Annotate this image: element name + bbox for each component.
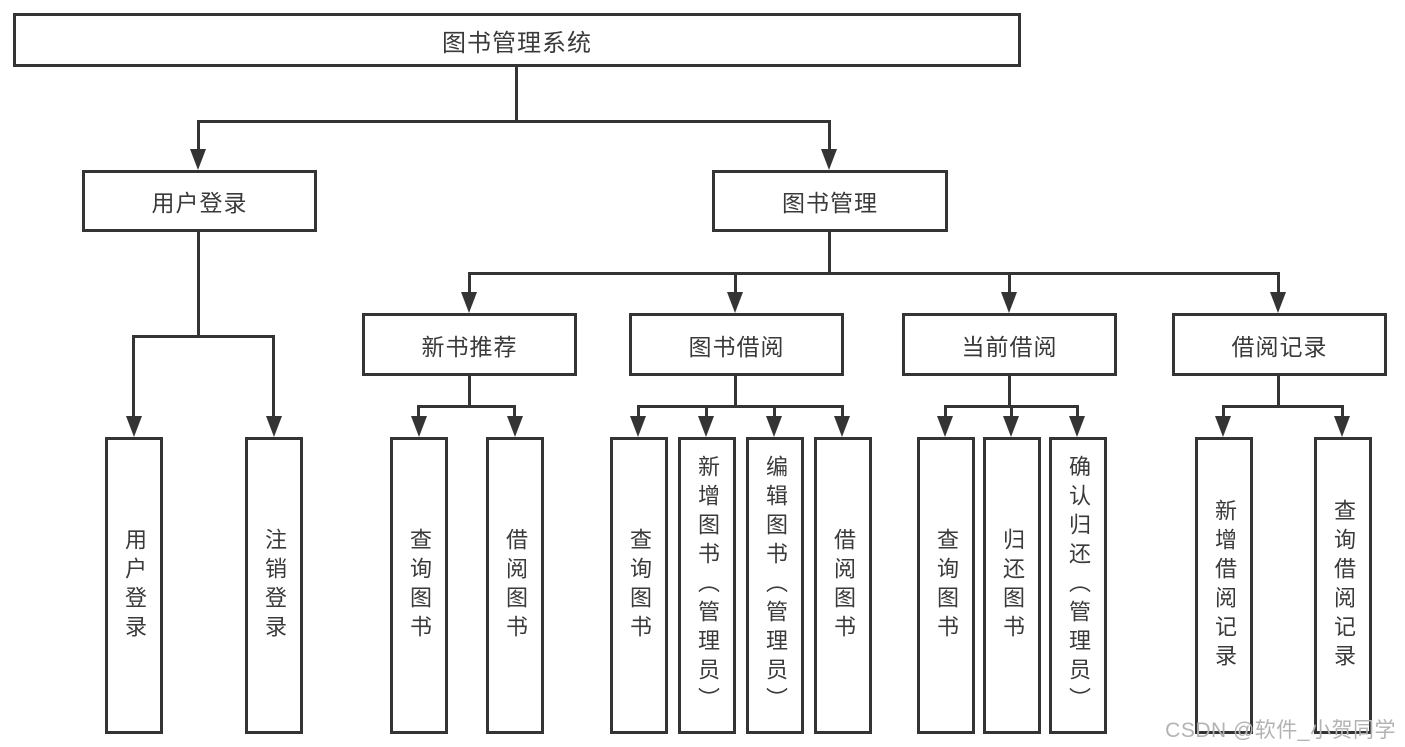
node-label: 查询图书 — [934, 527, 959, 644]
node-label: 确认归还（管理员） — [1066, 455, 1091, 716]
connector-line — [637, 405, 640, 418]
connector-line — [1277, 272, 1280, 294]
leaf-borrowing-borrow-books: 借阅图书 — [814, 437, 872, 734]
node-label: 查询图书 — [407, 527, 432, 644]
node-label: 图书管理 — [782, 190, 878, 216]
connector-line — [468, 272, 1280, 275]
connector-line — [1277, 376, 1280, 408]
connector-line — [1076, 405, 1079, 418]
connector-line — [637, 405, 844, 408]
connector-line — [468, 272, 471, 294]
leaf-current-confirm-return-admin: 确认归还（管理员） — [1049, 437, 1107, 734]
connector-line — [132, 335, 275, 338]
leaf-borrowing-add-books-admin: 新增图书（管理员） — [678, 437, 736, 734]
connector-line — [468, 376, 471, 408]
leaf-current-return-books: 归还图书 — [983, 437, 1041, 734]
arrowhead-down-icon — [1270, 292, 1286, 313]
arrowhead-down-icon — [1334, 416, 1350, 437]
arrowhead-down-icon — [630, 416, 646, 437]
leaf-records-add-record: 新增借阅记录 — [1195, 437, 1253, 734]
node-label: 新增图书（管理员） — [695, 455, 720, 716]
watermark: CSDN @软件_小贺同学 — [1165, 719, 1396, 742]
leaf-recommend-borrow-books: 借阅图书 — [486, 437, 544, 734]
node-label: 借阅图书 — [831, 527, 856, 644]
connector-line — [1008, 272, 1011, 294]
connector-line — [272, 335, 275, 418]
node-current-borrowing: 当前借阅 — [902, 313, 1117, 376]
connector-line — [734, 272, 737, 294]
connector-line — [1222, 405, 1344, 408]
arrowhead-down-icon — [937, 416, 953, 437]
connector-line — [417, 405, 420, 418]
connector-line — [197, 120, 200, 151]
node-label: 借阅记录 — [1231, 333, 1328, 360]
connector-line — [944, 405, 947, 418]
connector-line — [1222, 405, 1225, 418]
connector-line — [773, 405, 776, 418]
arrowhead-down-icon — [190, 149, 206, 170]
node-label: 当前借阅 — [961, 333, 1058, 360]
arrowhead-down-icon — [834, 416, 850, 437]
node-label: 用户登录 — [122, 527, 147, 644]
node-system-root: 图书管理系统 — [13, 13, 1021, 67]
node-book-management: 图书管理 — [712, 170, 948, 232]
connector-line — [734, 376, 737, 408]
leaf-current-query-books: 查询图书 — [917, 437, 975, 734]
connector-line — [1341, 405, 1344, 418]
node-label: 图书借阅 — [688, 333, 785, 360]
node-label: 新书推荐 — [421, 333, 518, 360]
arrowhead-down-icon — [766, 416, 782, 437]
arrowhead-down-icon — [1215, 416, 1231, 437]
connector-line — [828, 120, 831, 151]
node-label: 新增借阅记录 — [1212, 498, 1237, 673]
connector-line — [705, 405, 708, 418]
leaf-records-query-record: 查询借阅记录 — [1314, 437, 1372, 734]
node-label: 查询图书 — [627, 527, 652, 644]
arrowhead-down-icon — [1001, 292, 1017, 313]
node-label: 查询借阅记录 — [1331, 498, 1356, 673]
leaf-logout: 注销登录 — [245, 437, 303, 734]
node-label: 归还图书 — [1000, 527, 1025, 644]
leaf-user-login: 用户登录 — [105, 437, 163, 734]
node-borrowing-records: 借阅记录 — [1172, 313, 1387, 376]
arrowhead-down-icon — [1069, 416, 1085, 437]
node-label: 图书管理系统 — [442, 29, 592, 57]
connector-line — [417, 405, 516, 408]
node-label: 编辑图书（管理员） — [763, 455, 788, 716]
arrowhead-down-icon — [411, 416, 427, 437]
arrowhead-down-icon — [461, 292, 477, 313]
connector-line — [132, 335, 135, 418]
connector-line — [197, 120, 831, 123]
leaf-borrowing-edit-books-admin: 编辑图书（管理员） — [746, 437, 804, 734]
node-book-borrowing: 图书借阅 — [629, 313, 844, 376]
node-label: 借阅图书 — [503, 527, 528, 644]
connector-line — [1010, 405, 1013, 418]
node-user-login: 用户登录 — [82, 170, 317, 232]
connector-line — [513, 405, 516, 418]
node-label: 用户登录 — [151, 190, 248, 216]
leaf-borrowing-query-books: 查询图书 — [610, 437, 668, 734]
arrowhead-down-icon — [507, 416, 523, 437]
arrowhead-down-icon — [266, 416, 282, 437]
arrowhead-down-icon — [126, 416, 142, 437]
node-label: 注销登录 — [262, 527, 287, 644]
arrowhead-down-icon — [698, 416, 714, 437]
connector-line — [197, 232, 200, 338]
connector-line — [841, 405, 844, 418]
connector-line — [515, 67, 518, 123]
connector-line — [828, 232, 831, 275]
leaf-recommend-query-books: 查询图书 — [390, 437, 448, 734]
arrowhead-down-icon — [821, 149, 837, 170]
arrowhead-down-icon — [1003, 416, 1019, 437]
node-new-book-recommendation: 新书推荐 — [362, 313, 577, 376]
connector-line — [1008, 376, 1011, 408]
arrowhead-down-icon — [727, 292, 743, 313]
